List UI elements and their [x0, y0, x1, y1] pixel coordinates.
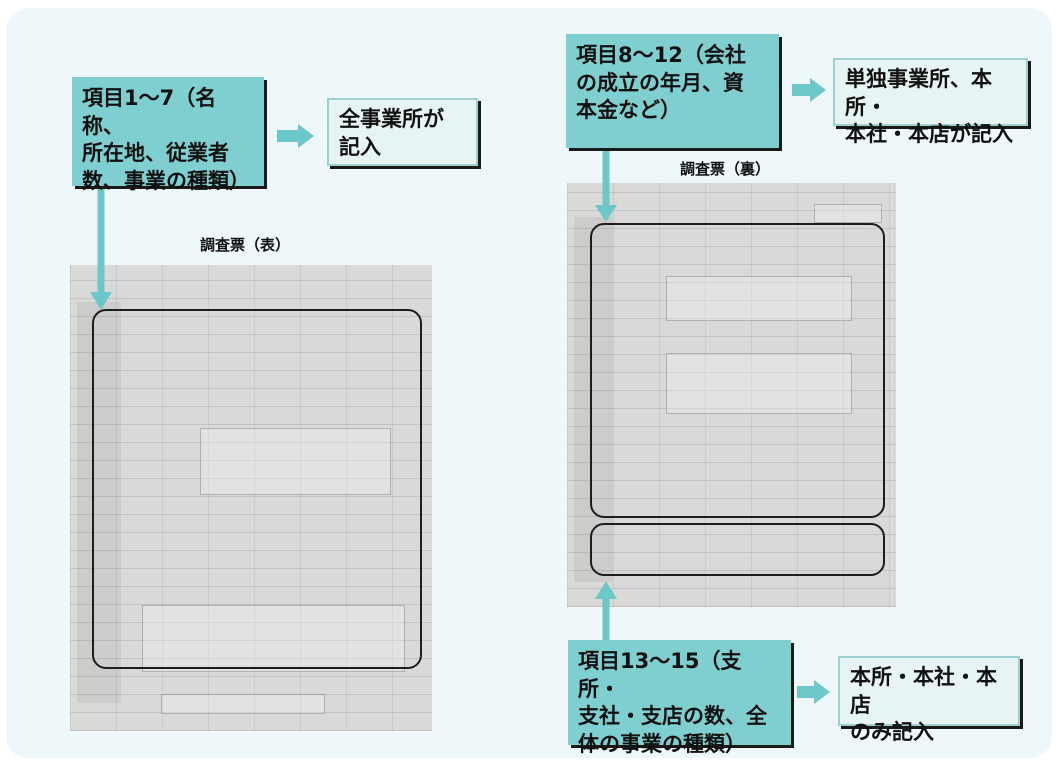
front-items-1-7-outline [92, 309, 422, 669]
items-8-12-result-box: 単独事業所、本所・ 本社・本店が記入 [833, 58, 1028, 146]
back-sheet-caption: 調査票（裏） [680, 160, 771, 178]
back-survey-sheet [567, 183, 896, 607]
front-sheet-caption: 調査票（表） [200, 236, 291, 254]
back-items-13-15-outline [590, 523, 885, 576]
items-1-7-box: 項目1〜7（名称、 所在地、従業者 数、事業の種類） [72, 77, 264, 193]
arrow-items-1-7-right-head [298, 124, 314, 148]
items-1-7-result-box: 全事業所が 記入 [327, 98, 478, 166]
arrow-items-13-15-right-head [814, 680, 830, 704]
items-13-15-result-box: 本所・本社・本店 のみ記入 [838, 656, 1020, 744]
arrow-items-1-7-down-head [90, 292, 112, 310]
arrow-items-8-12-down-head [595, 205, 617, 222]
arrow-items-13-15-up-head [595, 581, 617, 599]
arrow-items-8-12-right-head [810, 78, 826, 102]
items-13-15-box: 項目13〜15（支所・ 支社・支店の数、全 体の事業の種類） [568, 640, 791, 756]
back-items-8-12-outline [590, 223, 885, 518]
front-survey-sheet [70, 265, 432, 731]
items-8-12-box: 項目8〜12（会社 の成立の年月、資 本金など） [566, 34, 779, 148]
